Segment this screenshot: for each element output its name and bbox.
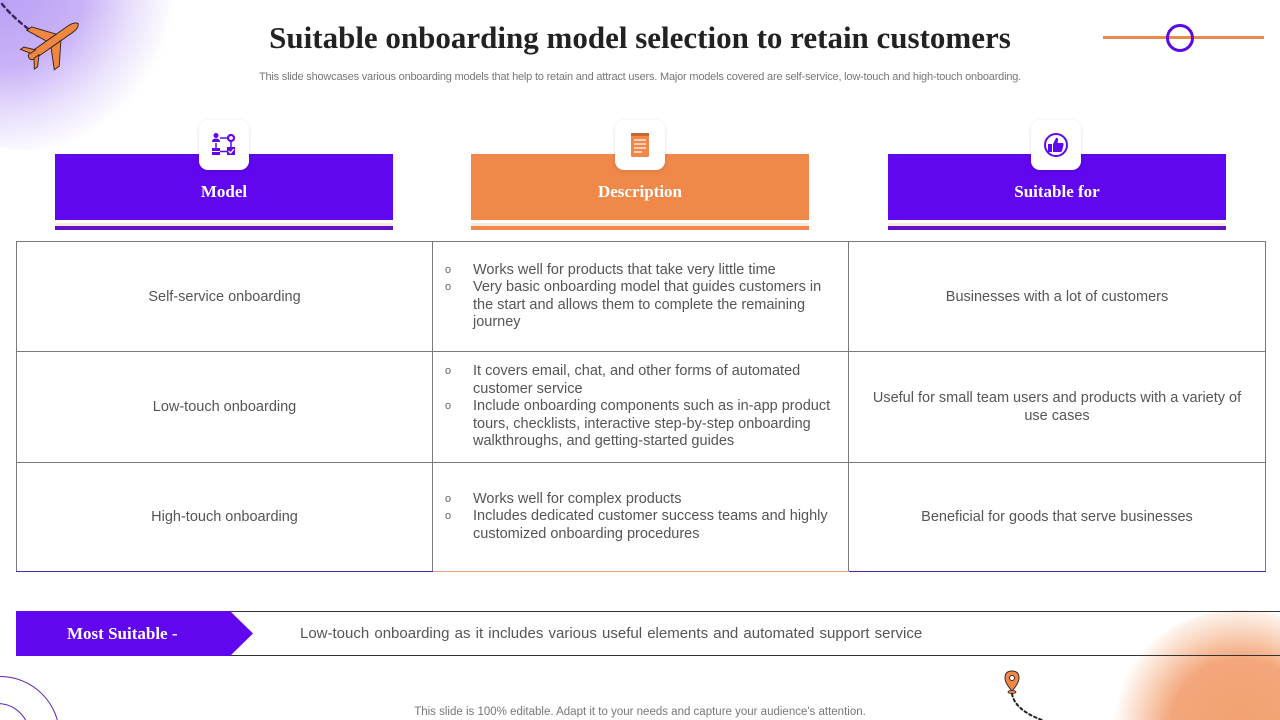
header-description-label: Description xyxy=(597,182,683,201)
suitable-for-cell: Beneficial for goods that serve business… xyxy=(848,462,1266,572)
most-suitable-text: Low-touch onboarding as it includes vari… xyxy=(300,625,923,642)
description-bullet: Very basic onboarding model that guides … xyxy=(443,279,836,332)
description-cell: Works well for products that take very l… xyxy=(432,241,849,352)
model-cell: Self-service onboarding xyxy=(16,241,433,352)
suitable-for-cell: Businesses with a lot of customers xyxy=(848,241,1266,352)
header-model-label: Model xyxy=(200,182,248,201)
airplane-icon xyxy=(0,2,79,71)
table-row: High-touch onboarding Works well for com… xyxy=(16,462,1266,572)
model-cell: High-touch onboarding xyxy=(16,462,433,572)
workflow-icon xyxy=(212,133,236,155)
description-bullet: Works well for complex products xyxy=(443,491,836,509)
description-bullet: Works well for products that take very l… xyxy=(443,262,836,280)
description-bullet: It covers email, chat, and other forms o… xyxy=(443,363,836,398)
most-suitable-label: Most Suitable - xyxy=(67,624,178,643)
suitable-for-cell: Useful for small team users and products… xyxy=(848,351,1266,463)
circle-ring-icon xyxy=(1166,24,1194,52)
description-cell: Works well for complex products Includes… xyxy=(432,462,849,572)
description-bullet: Includes dedicated customer success team… xyxy=(443,508,836,543)
model-cell: Low-touch onboarding xyxy=(16,351,433,463)
header-description: Description xyxy=(471,154,809,230)
table-row: Self-service onboarding Works well for p… xyxy=(16,241,1266,352)
slide-footer: This slide is 100% editable. Adapt it to… xyxy=(414,706,866,718)
document-icon-tile xyxy=(615,120,665,170)
onboarding-models-table: Self-service onboarding Works well for p… xyxy=(16,241,1266,572)
slide-subtitle: This slide showcases various onboarding … xyxy=(258,71,1022,83)
thumbs-up-icon xyxy=(1044,133,1068,157)
table-row: Low-touch onboarding It covers email, ch… xyxy=(16,351,1266,463)
description-bullet: Include onboarding components such as in… xyxy=(443,398,836,451)
workflow-icon-tile xyxy=(199,120,249,170)
most-suitable-bar xyxy=(16,611,1280,656)
slide-title: Suitable onboarding model selection to r… xyxy=(269,20,1011,55)
document-icon xyxy=(631,133,649,157)
header-suitable-for-label: Suitable for xyxy=(1014,182,1100,201)
description-cell: It covers email, chat, and other forms o… xyxy=(432,351,849,463)
thumbs-up-icon-tile xyxy=(1031,120,1081,170)
location-pin-icon xyxy=(1004,670,1043,720)
most-suitable-tag: Most Suitable - xyxy=(16,611,253,656)
